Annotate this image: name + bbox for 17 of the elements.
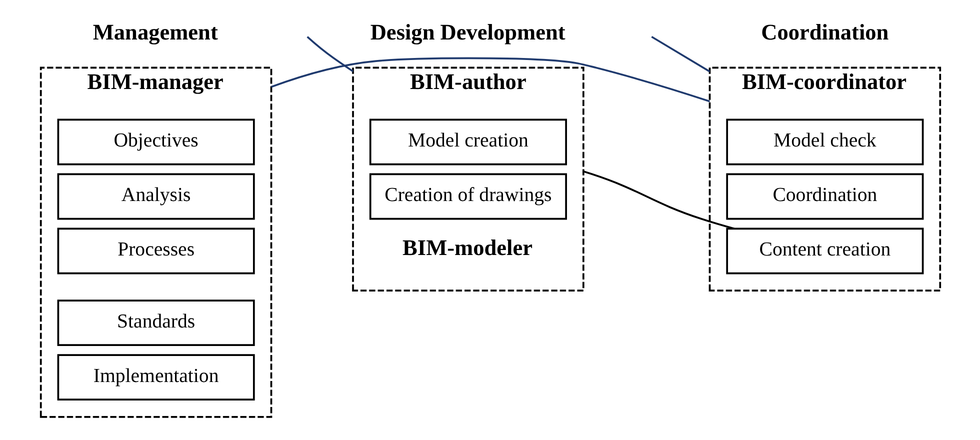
label: Management <box>92 20 218 45</box>
node-box: Creation of drawings <box>368 173 566 220</box>
node-box: Coordination <box>726 173 924 220</box>
label: Coordination <box>760 20 888 45</box>
connector <box>582 170 734 230</box>
node-box: Model check <box>726 118 924 166</box>
node-box: Processes <box>56 228 254 274</box>
node-box: Objectives <box>56 118 254 166</box>
node-box: Implementation <box>56 354 254 401</box>
connector <box>650 36 710 72</box>
connector <box>306 36 354 72</box>
node-box: Standards <box>56 300 254 346</box>
label: Design Development <box>370 20 565 45</box>
node-box: Content creation <box>726 228 924 274</box>
connector <box>270 57 710 102</box>
node-box: Model creation <box>368 118 566 166</box>
node-box: Analysis <box>56 173 254 220</box>
